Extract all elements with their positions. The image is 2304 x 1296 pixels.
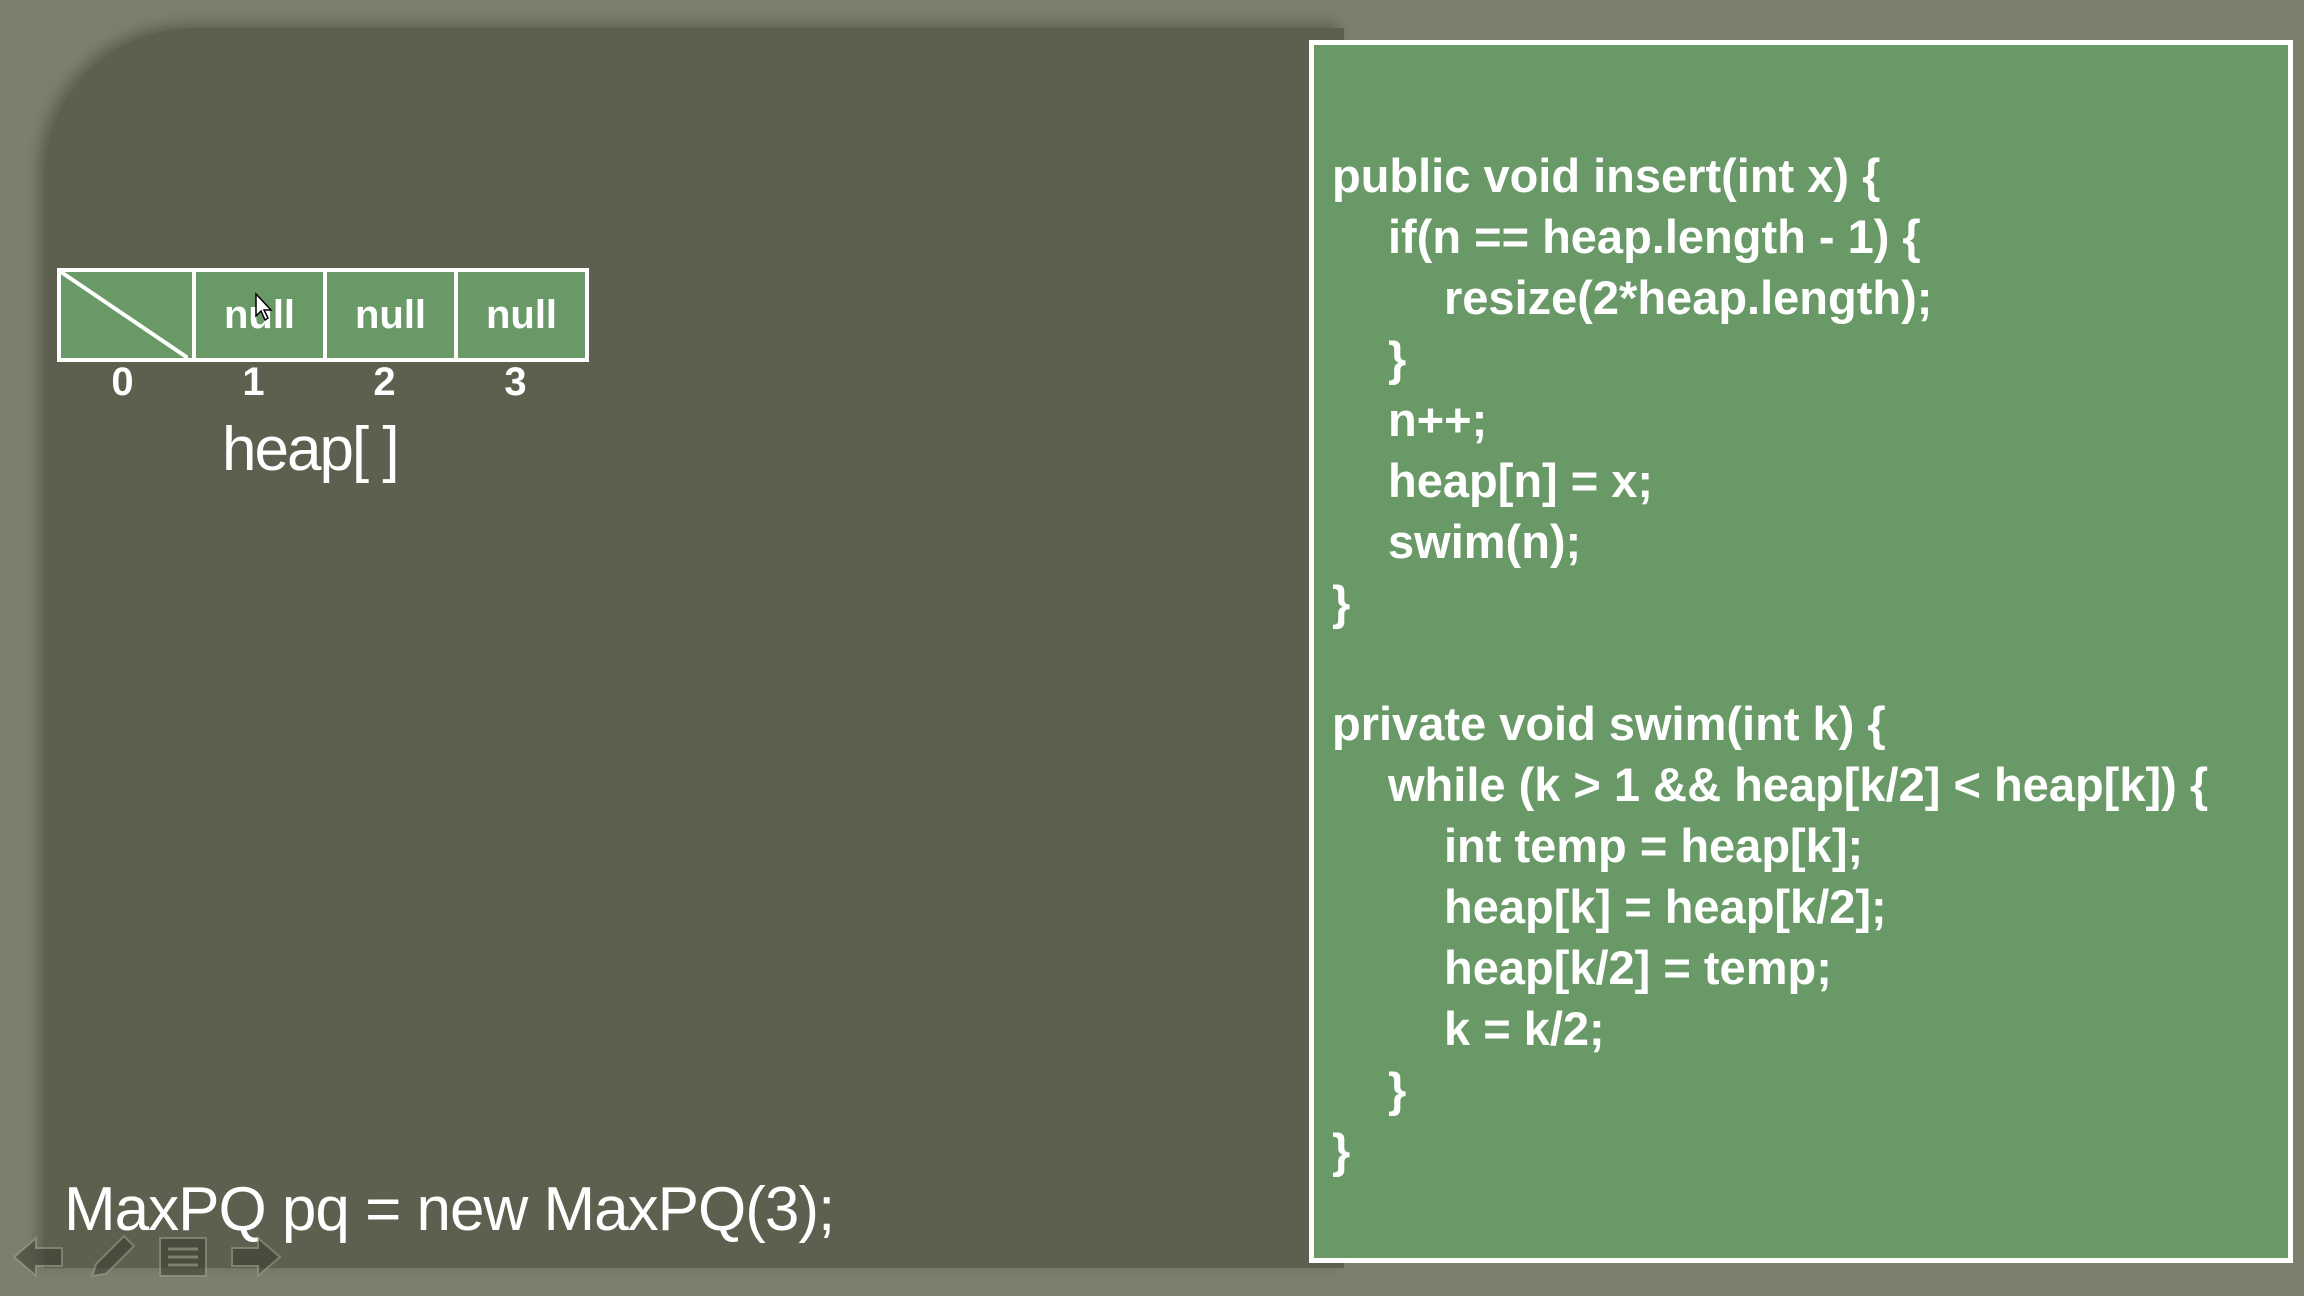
code-line: heap[k] = heap[k/2];: [1444, 880, 1887, 933]
slide-stage: [44, 28, 1344, 1268]
code-line: if(n == heap.length - 1) {: [1388, 210, 1921, 263]
code-line: n++;: [1388, 393, 1488, 446]
code-line: }: [1388, 332, 1407, 385]
unused-slot-slash: [61, 272, 188, 358]
code-line: int temp = heap[k];: [1444, 819, 1864, 872]
code-line: k = k/2;: [1444, 1002, 1605, 1055]
code-line: private void swim(int k) {: [1332, 697, 1886, 750]
forward-arrow-icon[interactable]: [226, 1232, 284, 1282]
heap-index-1: 1: [242, 360, 265, 404]
slideshow-controls: [10, 1232, 284, 1282]
heap-cell-3: null: [454, 272, 585, 358]
menu-icon[interactable]: [154, 1232, 212, 1282]
code-line: while (k > 1 && heap[k/2] < heap[k]) {: [1388, 758, 2209, 811]
heap-cell-0: [61, 272, 192, 358]
code-line: heap[k/2] = temp;: [1444, 941, 1832, 994]
code-line: public void insert(int x) {: [1332, 149, 1881, 202]
heap-cell-2: null: [323, 272, 454, 358]
code-line-blank: [1332, 633, 2208, 693]
code-listing: public void insert(int x) { if(n == heap…: [1332, 145, 2208, 1181]
heap-index-3: 3: [504, 360, 527, 404]
code-line: resize(2*heap.length);: [1444, 271, 1933, 324]
code-line: }: [1332, 576, 1351, 629]
code-line: }: [1332, 1124, 1351, 1177]
code-line: swim(n);: [1388, 515, 1582, 568]
code-panel: public void insert(int x) { if(n == heap…: [1309, 40, 2293, 1263]
mouse-cursor-icon: [255, 292, 273, 322]
code-line: heap[n] = x;: [1388, 454, 1654, 507]
heap-array: null null null: [57, 268, 589, 362]
back-arrow-icon[interactable]: [10, 1232, 68, 1282]
code-line: }: [1388, 1063, 1407, 1116]
heap-index-2: 2: [373, 360, 396, 404]
heap-label: heap[ ]: [222, 415, 400, 484]
constructor-statement: MaxPQ pq = new MaxPQ(3);: [64, 1175, 835, 1244]
pen-icon[interactable]: [82, 1232, 140, 1282]
heap-index-0: 0: [111, 360, 134, 404]
heap-indices: 0 1 2 3: [57, 360, 581, 405]
